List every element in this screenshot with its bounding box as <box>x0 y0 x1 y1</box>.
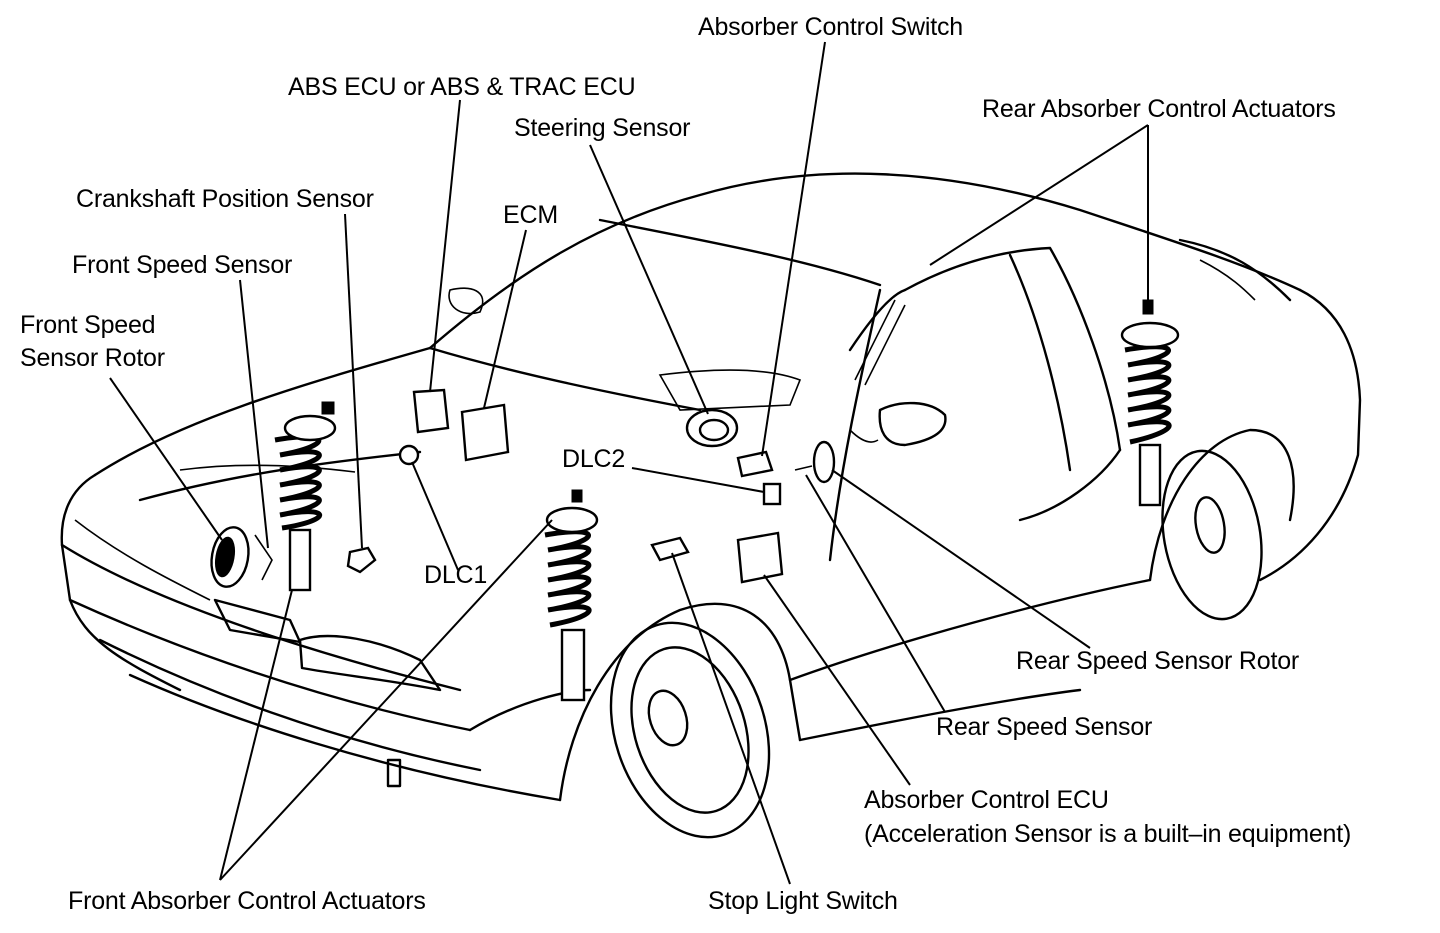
label-rear-speed-sensor-rotor: Rear Speed Sensor Rotor <box>1016 647 1300 675</box>
crankshaft-sensor-part <box>346 546 377 574</box>
absorber-control-switch-part <box>736 450 774 478</box>
label-front-speed-sensor: Front Speed Sensor <box>72 251 293 279</box>
absorber-control-ecu-part <box>736 531 784 584</box>
car-body <box>60 172 1362 839</box>
ecm-part <box>460 403 510 462</box>
dlc2-part <box>762 482 782 506</box>
label-abs-ecu: ABS ECU or ABS & TRAC ECU <box>288 73 636 101</box>
label-crankshaft-position-sensor: Crankshaft Position Sensor <box>76 185 374 213</box>
label-front-absorber-actuators: Front Absorber Control Actuators <box>68 887 426 915</box>
label-steering-sensor: Steering Sensor <box>514 114 691 142</box>
steering-sensor-part <box>685 408 739 448</box>
label-dlc2: DLC2 <box>562 445 626 473</box>
label-front-speed-sensor-rotor: Front Speed Sensor Rotor <box>20 311 165 372</box>
rear-actuator-cable <box>848 288 907 443</box>
abs-ecu-part <box>412 388 450 434</box>
label-absorber-control-ecu: Absorber Control ECU (Acceleration Senso… <box>864 786 1352 848</box>
dlc1-part <box>398 444 420 466</box>
label-absorber-control-switch: Absorber Control Switch <box>698 13 963 41</box>
front-right-strut <box>544 489 599 702</box>
leader-lines <box>109 41 1149 885</box>
front-left-strut <box>274 401 337 592</box>
rear-speed-sensor-part <box>794 440 836 484</box>
stop-light-switch-part <box>650 536 690 562</box>
rear-strut <box>1120 299 1180 507</box>
label-dlc1: DLC1 <box>424 561 488 589</box>
label-rear-speed-sensor: Rear Speed Sensor <box>936 713 1153 741</box>
label-stop-light-switch: Stop Light Switch <box>708 887 898 915</box>
label-rear-absorber-actuators: Rear Absorber Control Actuators <box>982 95 1336 123</box>
front-speed-sensor-rotor-part <box>210 526 273 588</box>
label-ecm: ECM <box>503 201 558 229</box>
